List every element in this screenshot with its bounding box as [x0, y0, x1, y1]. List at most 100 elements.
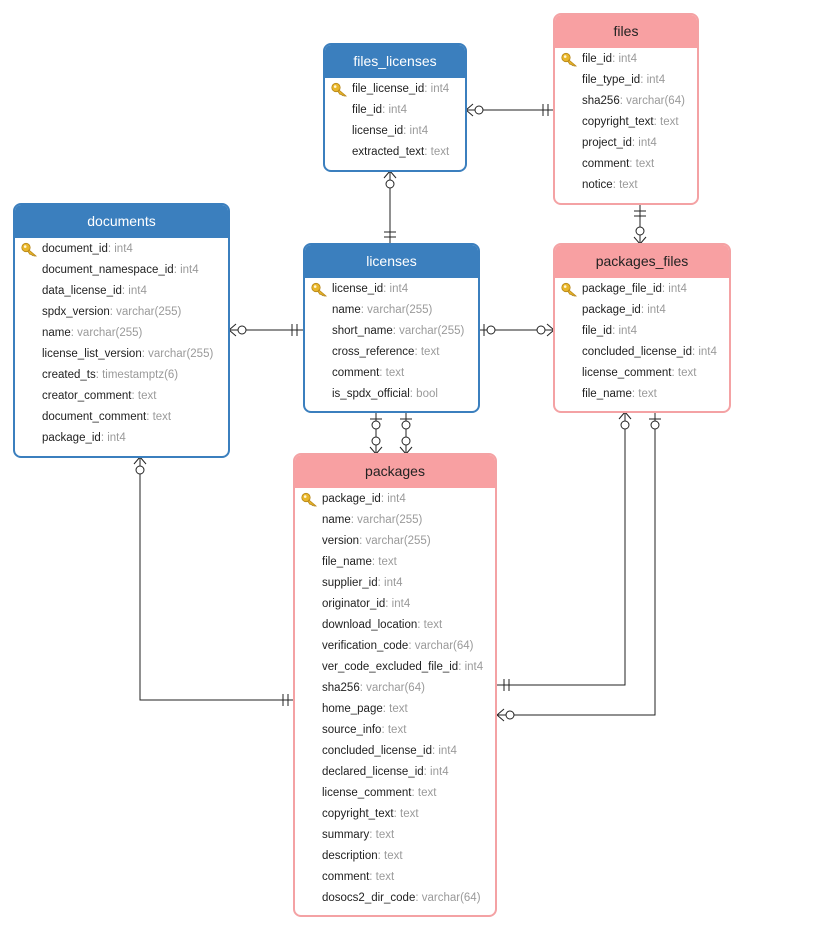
field-row[interactable]: comment: text [295, 867, 495, 888]
field-type: : int4 [431, 745, 457, 757]
field-type: : bool [409, 388, 438, 400]
field-row[interactable]: license_list_version: varchar(255) [15, 344, 228, 365]
field-row[interactable]: cross_reference: text [305, 342, 478, 363]
field-row[interactable]: copyright_text: text [555, 112, 697, 133]
field-row[interactable]: spdx_version: varchar(255) [15, 302, 228, 323]
field-row[interactable]: license_id: int4 [325, 121, 465, 142]
field-row[interactable]: package_id: int4 [295, 489, 495, 510]
field-row[interactable]: package_file_id: int4 [555, 279, 729, 300]
field-row[interactable]: file_name: text [295, 552, 495, 573]
field-type: : int4 [691, 346, 717, 358]
field-type: : varchar(64) [415, 892, 481, 904]
field-row[interactable]: name: varchar(255) [295, 510, 495, 531]
field-type: : text [381, 724, 407, 736]
field-row[interactable]: ver_code_excluded_file_id: int4 [295, 657, 495, 678]
field-row[interactable]: document_id: int4 [15, 239, 228, 260]
field-row[interactable]: package_id: int4 [555, 300, 729, 321]
field-row[interactable]: name: varchar(255) [305, 300, 478, 321]
field-row[interactable]: file_name: text [555, 384, 729, 405]
field-row[interactable]: document_comment: text [15, 407, 228, 428]
field-row[interactable]: file_id: int4 [555, 49, 697, 70]
field-type: : text [369, 871, 395, 883]
field-row[interactable]: concluded_license_id: int4 [295, 741, 495, 762]
field-row[interactable]: description: text [295, 846, 495, 867]
field-type: : text [653, 116, 679, 128]
field-row[interactable]: sha256: varchar(64) [295, 678, 495, 699]
field-row[interactable]: file_id: int4 [555, 321, 729, 342]
field-type: : int4 [403, 125, 429, 137]
field-row[interactable]: extracted_text: text [325, 142, 465, 163]
field-type: : int4 [424, 83, 450, 95]
field-name: comment [582, 158, 630, 170]
field-row[interactable]: sha256: varchar(64) [555, 91, 697, 112]
field-type: : varchar(255) [141, 348, 214, 360]
field-type: : varchar(255) [350, 514, 423, 526]
field-name: spdx_version [42, 306, 110, 318]
field-type: : text [369, 829, 395, 841]
field-row[interactable]: created_ts: timestamptz(6) [15, 365, 228, 386]
field-name: notice [582, 179, 613, 191]
field-row[interactable]: project_id: int4 [555, 133, 697, 154]
field-row[interactable]: version: varchar(255) [295, 531, 495, 552]
table-header: licenses [305, 245, 478, 278]
field-type: : timestamptz(6) [95, 369, 179, 381]
field-row[interactable]: name: varchar(255) [15, 323, 228, 344]
field-row[interactable]: file_type_id: int4 [555, 70, 697, 91]
field-name: file_type_id [582, 74, 641, 86]
field-row[interactable]: license_comment: text [555, 363, 729, 384]
key-icon [301, 492, 318, 507]
field-row[interactable]: data_license_id: int4 [15, 281, 228, 302]
field-row[interactable]: supplier_id: int4 [295, 573, 495, 594]
field-row[interactable]: notice: text [555, 175, 697, 196]
field-name: sha256 [582, 95, 620, 107]
field-row[interactable]: download_location: text [295, 615, 495, 636]
field-row[interactable]: dosocs2_dir_code: varchar(64) [295, 888, 495, 909]
field-type: : int4 [423, 766, 449, 778]
field-row[interactable]: license_comment: text [295, 783, 495, 804]
field-type: : text [417, 619, 443, 631]
field-type: : int4 [173, 264, 199, 276]
field-row[interactable]: package_id: int4 [15, 428, 228, 449]
field-name: document_id [42, 243, 108, 255]
key-icon [21, 242, 38, 257]
field-name: copyright_text [582, 116, 654, 128]
field-name: file_license_id [352, 83, 425, 95]
field-row[interactable]: file_license_id: int4 [325, 79, 465, 100]
field-row[interactable]: document_namespace_id: int4 [15, 260, 228, 281]
field-row[interactable]: file_id: int4 [325, 100, 465, 121]
field-name: package_id [322, 493, 381, 505]
field-row[interactable]: home_page: text [295, 699, 495, 720]
field-row[interactable]: short_name: varchar(255) [305, 321, 478, 342]
field-row[interactable]: verification_code: varchar(64) [295, 636, 495, 657]
field-row[interactable]: concluded_license_id: int4 [555, 342, 729, 363]
field-type: : text [382, 703, 408, 715]
field-row[interactable]: summary: text [295, 825, 495, 846]
field-row[interactable]: declared_license_id: int4 [295, 762, 495, 783]
field-name: ver_code_excluded_file_id [322, 661, 459, 673]
table-header: files_licenses [325, 45, 465, 78]
field-row[interactable]: copyright_text: text [295, 804, 495, 825]
field-type: : varchar(64) [408, 640, 474, 652]
field-name: name [42, 327, 71, 339]
field-type: : text [424, 146, 450, 158]
field-type: : varchar(255) [109, 306, 182, 318]
field-row[interactable]: comment: text [555, 154, 697, 175]
field-row[interactable]: is_spdx_official: bool [305, 384, 478, 405]
field-type: : text [612, 179, 638, 191]
field-row[interactable]: comment: text [305, 363, 478, 384]
field-name: copyright_text [322, 808, 394, 820]
field-row[interactable]: license_id: int4 [305, 279, 478, 300]
field-row[interactable]: originator_id: int4 [295, 594, 495, 615]
field-row[interactable]: creator_comment: text [15, 386, 228, 407]
field-row[interactable]: source_info: text [295, 720, 495, 741]
field-name: short_name [332, 325, 393, 337]
